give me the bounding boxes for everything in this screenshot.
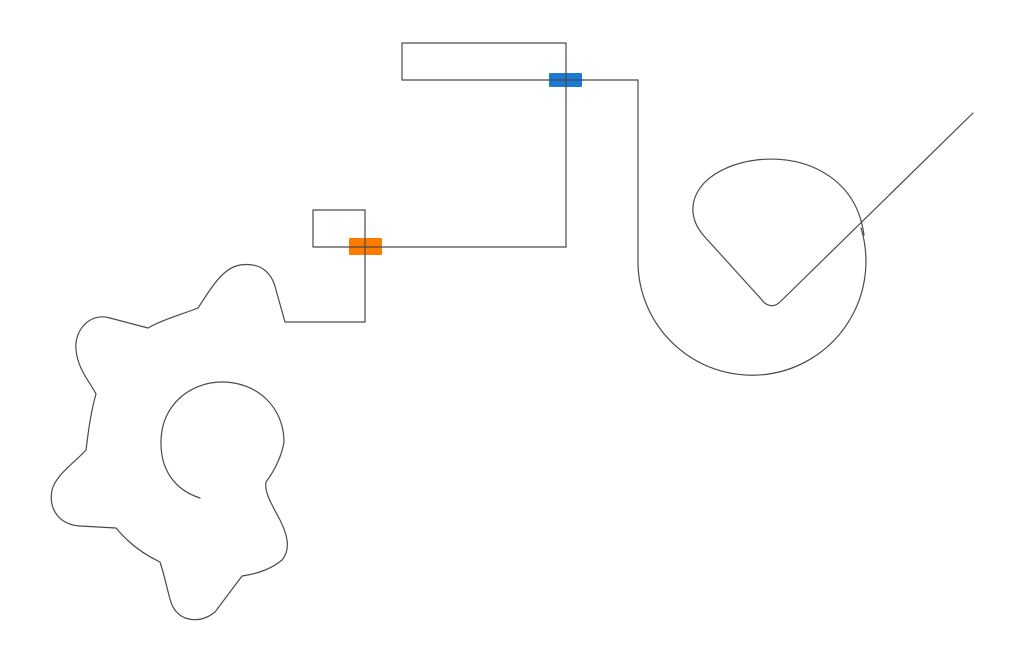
gear-inner-hook [160, 381, 285, 499]
right-loop [637, 79, 867, 376]
mid-connector [364, 79, 567, 248]
gear-outline [50, 237, 366, 621]
left-small-rect [312, 209, 366, 248]
teardrop-shape [692, 112, 974, 307]
top-rect [401, 42, 639, 81]
